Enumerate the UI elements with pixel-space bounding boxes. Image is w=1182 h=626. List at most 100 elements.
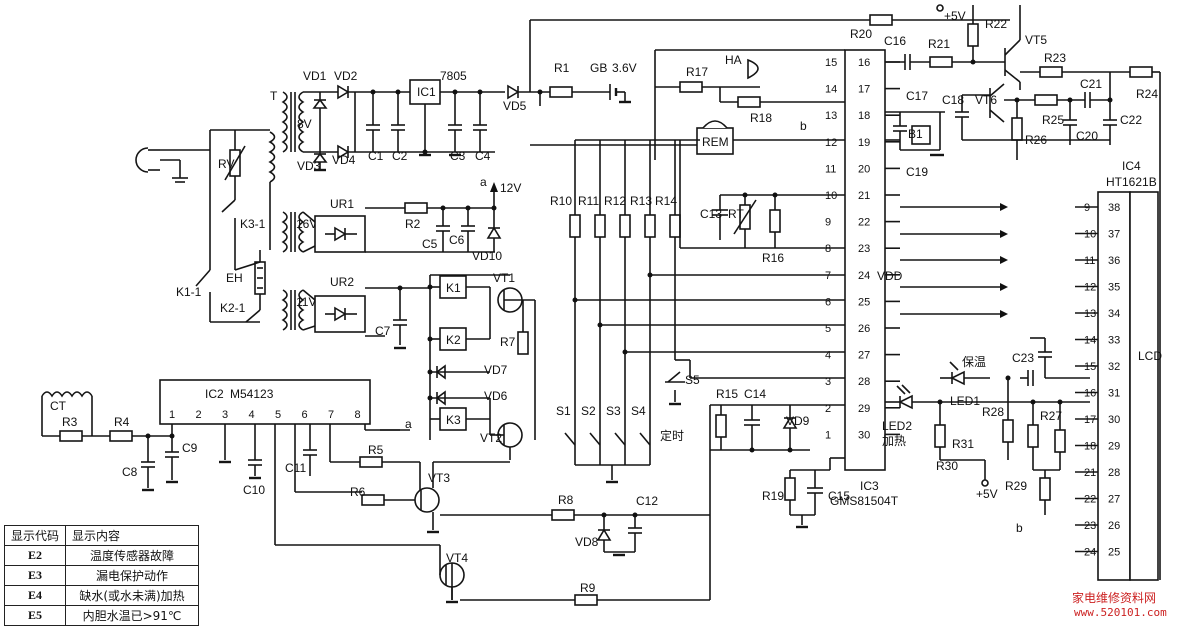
label-k2: K2 bbox=[446, 333, 461, 347]
legend-code: E3 bbox=[4, 565, 66, 586]
label-c17: C17 bbox=[906, 89, 928, 103]
legend-desc: 漏电保护动作 bbox=[65, 565, 199, 586]
legend-row: E2 温度传感器故障 bbox=[4, 545, 199, 566]
ic3-pin-label: 26 bbox=[858, 323, 870, 335]
watermark-text: 家电维修资料网 bbox=[1072, 590, 1156, 605]
label-c10: C10 bbox=[243, 483, 265, 497]
label-b-top: b bbox=[800, 119, 807, 133]
ic4-pin-label: 22 bbox=[1084, 494, 1096, 506]
label-c23: C23 bbox=[1012, 351, 1034, 365]
ic4-pin-label: 37 bbox=[1108, 229, 1120, 241]
ic4-pin-label: 10 bbox=[1084, 229, 1096, 241]
legend-desc: 温度传感器故障 bbox=[65, 545, 199, 566]
label-5v-bottom: +5V bbox=[976, 487, 998, 501]
label-heat: 加热 bbox=[882, 434, 906, 448]
r8-c12-vd8-r9: R8 VD8 C12 R9 bbox=[440, 493, 710, 606]
ic4-pin-label: 38 bbox=[1108, 202, 1120, 214]
ic3-pin-label: 10 bbox=[825, 190, 837, 202]
mains-section: RV K3-1 EH K1-1 K2-1 bbox=[135, 129, 276, 323]
error-code-legend: 显示代码 显示内容 E2 温度传感器故障 E3 漏电保护动作 E4 缺水(或水未… bbox=[4, 525, 199, 626]
label-t: T bbox=[270, 89, 278, 103]
ic3-pin-label: 4 bbox=[825, 350, 831, 362]
label-m54123: M54123 bbox=[230, 387, 274, 401]
ic3-pin-label: 21 bbox=[858, 190, 870, 202]
label-r14: R14 bbox=[655, 194, 677, 208]
legend-row: E3 漏电保护动作 bbox=[4, 565, 199, 586]
ic4-pin-label: 21 bbox=[1084, 467, 1096, 479]
label-ur2: UR2 bbox=[330, 275, 354, 289]
caps-c3-c4: C3 C4 bbox=[448, 92, 491, 163]
ic4-pin-label: 17 bbox=[1084, 414, 1096, 426]
label-s2: S2 bbox=[581, 404, 596, 418]
label-r12: R12 bbox=[604, 194, 626, 208]
ic4-pin-label: 25 bbox=[1108, 547, 1120, 559]
label-b-bottom: b bbox=[1016, 521, 1023, 535]
ic4-pin-label: 13 bbox=[1084, 308, 1096, 320]
ic3-pin-label: 12 bbox=[825, 137, 837, 149]
ic4-pin-label: 9 bbox=[1084, 202, 1090, 214]
label-ic2: IC2 bbox=[205, 387, 224, 401]
label-r20: R20 bbox=[850, 27, 872, 41]
ic3-pin-label: 17 bbox=[858, 84, 870, 96]
label-r1: R1 bbox=[554, 61, 570, 75]
label-b1: B1 bbox=[908, 127, 923, 141]
ic4-pin-label: 24 bbox=[1084, 547, 1096, 559]
label-c1: C1 bbox=[368, 149, 384, 163]
ic4-pin-label: 30 bbox=[1108, 414, 1120, 426]
label-vd8: VD8 bbox=[575, 535, 599, 549]
vd5-r1-gb: VD5 R1 GB 3.6V bbox=[503, 19, 870, 113]
ic3-gms81504t: IC3 GMS81504T VDD 151413121110987654321 … bbox=[825, 49, 903, 508]
ic4-pin-label: 18 bbox=[1084, 441, 1096, 453]
label-k21: K2-1 bbox=[220, 301, 246, 315]
label-r6: R6 bbox=[350, 485, 366, 499]
rectifier-bridge-1: VD1 VD2 VD3 VD4 bbox=[297, 69, 420, 173]
ic3-pin-label: 23 bbox=[858, 243, 870, 255]
label-led1: LED1 bbox=[950, 394, 980, 408]
transformer-t: T 8V bbox=[270, 89, 312, 153]
label-vd7: VD7 bbox=[484, 363, 508, 377]
ic3-pin-label: 22 bbox=[858, 217, 870, 229]
watermark-url: www.520101.com bbox=[1074, 606, 1167, 619]
label-5v-top: +5V bbox=[944, 9, 966, 23]
label-vt5: VT5 bbox=[1025, 33, 1047, 47]
ic4-pin-label: 32 bbox=[1108, 361, 1120, 373]
ic2-pin-label: 4 bbox=[249, 409, 255, 421]
label-led2: LED2 bbox=[882, 419, 912, 433]
label-vd2: VD2 bbox=[334, 69, 358, 83]
label-timer: 定时 bbox=[660, 428, 684, 443]
ic3-pin-label: 11 bbox=[825, 163, 836, 175]
ic3-pin-label: 16 bbox=[858, 57, 870, 69]
label-vd9: VD9 bbox=[786, 414, 810, 428]
ic2-pin-label: 6 bbox=[302, 409, 308, 421]
label-gms: GMS81504T bbox=[830, 494, 899, 508]
label-vd5: VD5 bbox=[503, 99, 527, 113]
label-c21: C21 bbox=[1080, 77, 1102, 91]
label-16v: 16V bbox=[296, 217, 317, 231]
label-c15: C15 bbox=[828, 489, 850, 503]
lower-mid-components: R15 C14 VD9 R19 C15 bbox=[709, 387, 850, 600]
label-vt2: VT2 bbox=[480, 431, 502, 445]
ic2-pin-label: 2 bbox=[196, 409, 202, 421]
ur1-section: 16V UR1 R2 C5 C6 VD10 12V a bbox=[281, 175, 521, 263]
label-r16: R16 bbox=[762, 251, 784, 265]
label-c14: C14 bbox=[744, 387, 766, 401]
label-keep: 保温 bbox=[962, 355, 986, 369]
label-k1: K1 bbox=[446, 281, 461, 295]
label-s1: S1 bbox=[556, 404, 571, 418]
r17-ha-r18-rem: R17 HA R18 REM b bbox=[530, 49, 845, 160]
label-c22: C22 bbox=[1120, 113, 1142, 127]
label-ic4: IC4 bbox=[1122, 159, 1141, 173]
label-r29: R29 bbox=[1005, 479, 1027, 493]
legend-code: E2 bbox=[4, 545, 66, 566]
label-vd10: VD10 bbox=[472, 249, 502, 263]
ic3-pin-label: 3 bbox=[825, 376, 831, 388]
ur2-section: 11V UR2 C7 K1 K2 K3 VD7 VD6 VT1 R7 bbox=[281, 271, 536, 460]
label-c4: C4 bbox=[475, 149, 491, 163]
legend-header-code: 显示代码 bbox=[4, 525, 66, 546]
led-section: LED2 加热 保温 LED1 C23 R31 +5V R30 R28 R27 … bbox=[882, 337, 1090, 535]
label-ic3: IC3 bbox=[860, 479, 879, 493]
ic2-pin-label: 3 bbox=[222, 409, 228, 421]
